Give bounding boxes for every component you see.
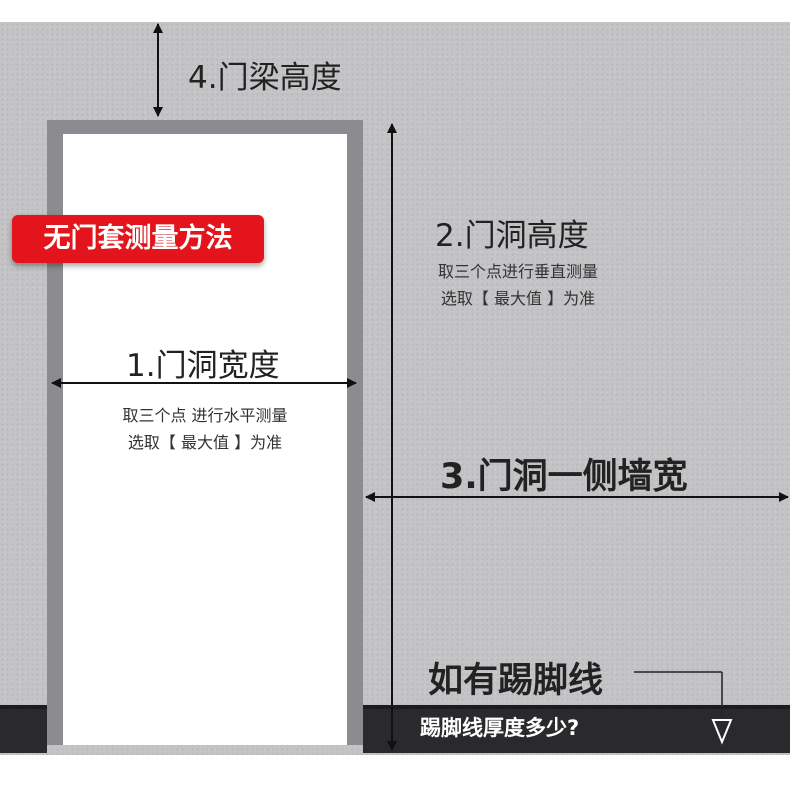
opening-width-note-line2: 选取【 最大值 】为准	[127, 433, 283, 452]
skirting-pointer-icon	[711, 719, 733, 745]
opening-height-label: 2.门洞高度	[435, 218, 589, 254]
door-frame-left	[47, 120, 63, 745]
door-frame-top	[47, 120, 363, 134]
skirting-label: 如有踢脚线	[428, 661, 604, 701]
beam-height-label: 4.门梁高度	[188, 60, 342, 96]
skirting-board-right	[363, 705, 790, 753]
opening-height-note: 取三个点进行垂直测量 选取【 最大值 】为准	[408, 258, 628, 312]
skirting-question: 踢脚线厚度多少?	[420, 716, 580, 740]
opening-width-note-line1: 取三个点 进行水平测量	[122, 406, 288, 425]
door-frame-right	[347, 120, 363, 745]
method-badge: 无门套测量方法	[12, 215, 264, 263]
wall-width-label: 3.门洞一侧墙宽	[440, 457, 688, 497]
opening-width-note: 取三个点 进行水平测量 选取【 最大值 】为准	[80, 402, 330, 456]
opening-height-note-line2: 选取【 最大值 】为准	[440, 289, 596, 308]
skirting-board-left	[0, 705, 47, 753]
opening-width-label: 1.门洞宽度	[126, 348, 280, 384]
opening-height-note-line1: 取三个点进行垂直测量	[437, 262, 598, 281]
